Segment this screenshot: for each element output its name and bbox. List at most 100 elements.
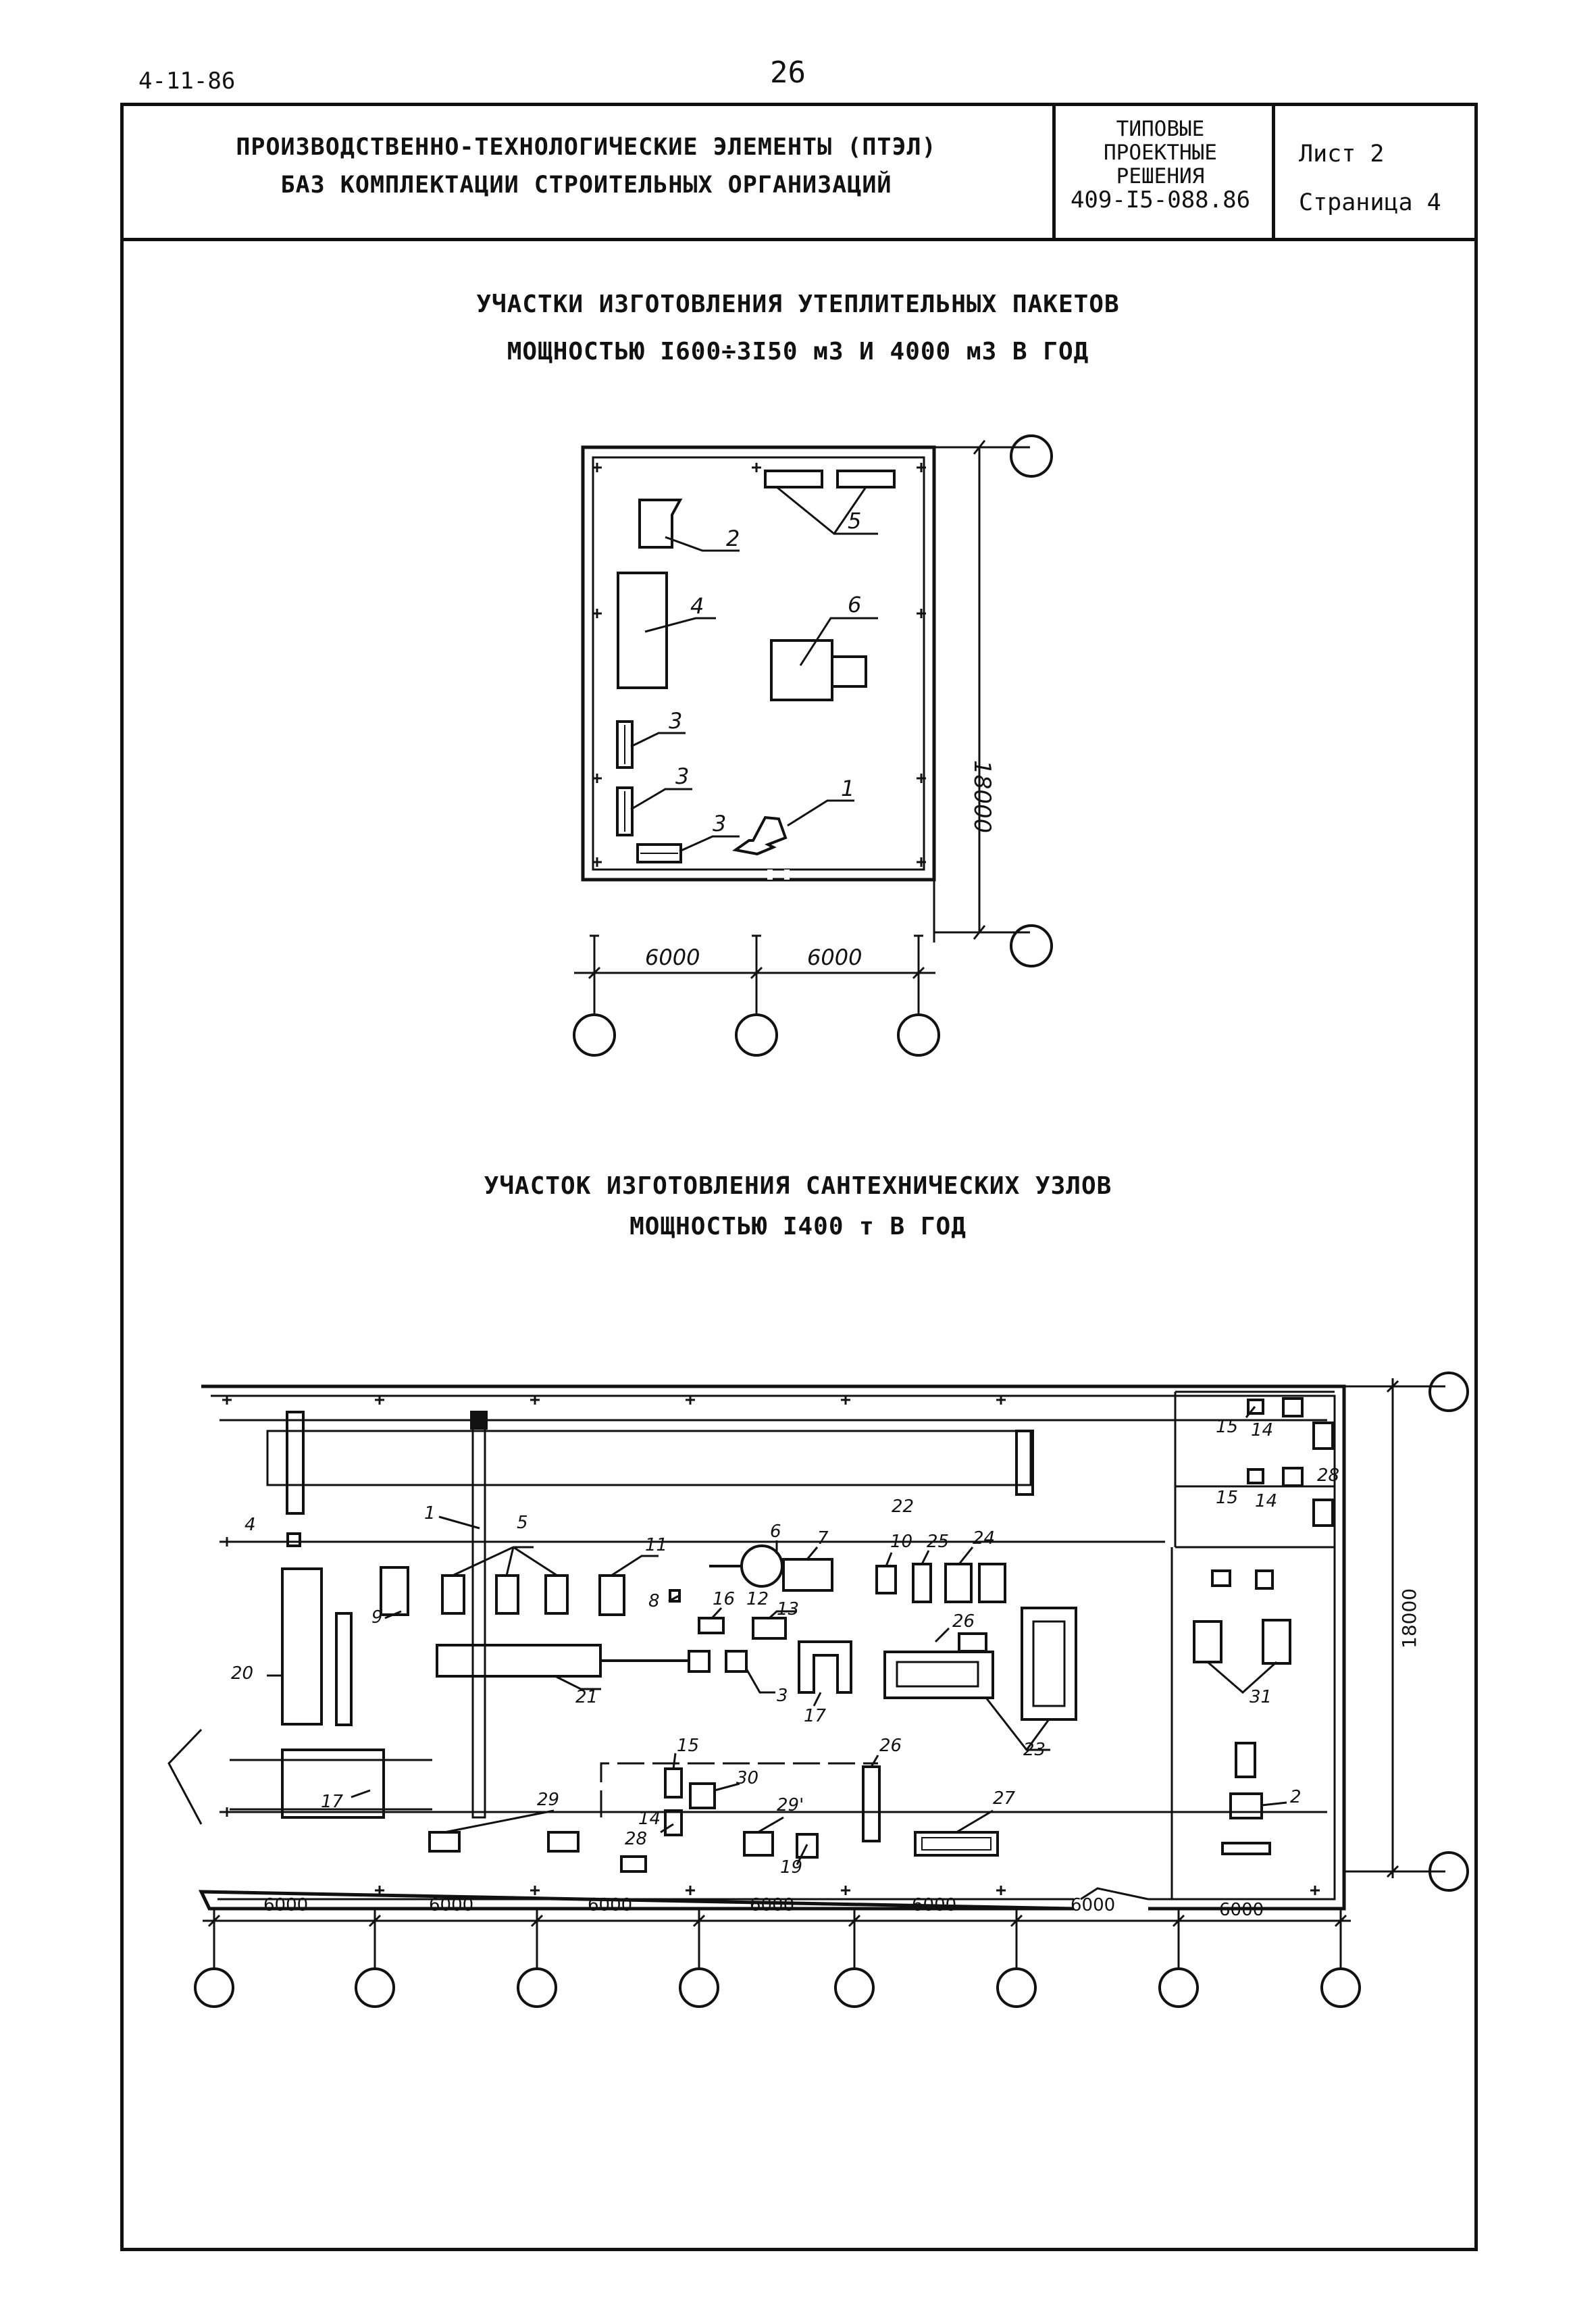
plan2-dim-bay-6: 6000 (1071, 1895, 1115, 1915)
drawing-frame (120, 103, 1478, 2251)
plan2-equip-5b (495, 1574, 519, 1615)
plan2-equip-8 (669, 1589, 681, 1603)
plan2-vertical-dimension (1344, 1378, 1445, 1878)
plan2-equip-26a (958, 1632, 987, 1653)
plan2-label-11: 11 (645, 1535, 667, 1555)
plan2-equip-20 (281, 1567, 323, 1726)
plan2-equip-29c (743, 1831, 774, 1857)
title-line-2: БАЗ КОМПЛЕКТАЦИИ СТРОИТЕЛЬНЫХ ОРГАНИЗАЦИ… (280, 172, 892, 199)
plan2-equip-9 (380, 1566, 409, 1616)
plan2-equip-29b (547, 1831, 580, 1853)
plan2-label-24: 24 (973, 1528, 995, 1549)
plan2-leaders (267, 1406, 1287, 1865)
plan2-beam-left (286, 1411, 305, 1515)
plan2-axis-bubble-top (1428, 1372, 1469, 1412)
plan2-label-16: 16 (713, 1589, 735, 1609)
sheet-page: Страница 4 (1299, 189, 1441, 216)
plan2-gate-left (168, 1728, 203, 1825)
plan1-leaders (630, 486, 878, 853)
plan1-dim-bay-1: 6000 (645, 945, 700, 970)
plan1-outer-wall (581, 445, 936, 882)
plan2-equip-21 (436, 1644, 602, 1678)
plan2-equip-23a (883, 1651, 994, 1699)
plan2-dim-bay-1: 6000 (263, 1895, 308, 1915)
plan2-dim-bay-2: 6000 (429, 1895, 473, 1915)
plan2-equip-2-rail (1221, 1842, 1271, 1855)
plan2-label-14b: 14 (1255, 1491, 1277, 1511)
plan2-axis-bubble-7 (1158, 1967, 1199, 2008)
plan2-label-20: 20 (231, 1663, 253, 1684)
plan2-title-2: МОЩНОСТЬЮ I400 т В ГОД (629, 1213, 967, 1240)
series-line-3: РЕШЕНИЯ (1116, 164, 1205, 188)
plan2-crane-track (471, 1411, 486, 1819)
plan2-axis-bubble-bottom (1428, 1851, 1469, 1892)
plan2-office-room-top (1174, 1390, 1335, 1547)
plan2-label-4: 4 (244, 1515, 256, 1535)
plan2-label-13: 13 (777, 1599, 799, 1619)
plan2-label-21: 21 (575, 1687, 598, 1707)
plan2-boundary-line (600, 1762, 878, 1817)
plan2-axis-bubble-4 (679, 1967, 719, 2008)
plan2-equip-7 (782, 1558, 833, 1592)
plan2-label-31: 31 (1250, 1687, 1272, 1707)
plan2-equip-5c (544, 1574, 569, 1615)
plan2-equip-16 (698, 1617, 725, 1634)
plan2-label-1: 1 (424, 1503, 436, 1524)
plan1-title-1: УЧАСТКИ ИЗГОТОВЛЕНИЯ УТЕПЛИТЕЛЬНЫХ ПАКЕТ… (476, 291, 1120, 318)
plan2-label-26b: 26 (879, 1736, 902, 1756)
plan2-crane-trolley (470, 1411, 488, 1430)
series-line-2: ПРОЕКТНЫЕ (1104, 141, 1217, 165)
plan1-label-6: 6 (848, 592, 861, 618)
plan1-equip-1 (731, 815, 788, 856)
plan1-axis-bubble-2 (735, 1013, 778, 1057)
plan1-inner-wall (592, 456, 925, 871)
page-number: 26 (770, 55, 806, 90)
plan2-equip-14c (664, 1809, 683, 1836)
plan1: 5 2 4 6 3 3 3 1 18000 (573, 434, 1053, 1057)
plan2-label-2: 2 (1290, 1787, 1302, 1807)
plan2-dim-height: 18000 (1398, 1588, 1420, 1649)
plan2-equip-23b (1021, 1607, 1077, 1721)
plan2-equip-26b (862, 1765, 881, 1842)
series-block: ТИПОВЫЕ ПРОЕКТНЫЕ РЕШЕНИЯ 409-I5-088.86 (1056, 118, 1265, 212)
plan2-equip-10 (875, 1565, 897, 1594)
plan1-equip-3c (636, 843, 682, 863)
plan2-equip-25 (912, 1563, 932, 1603)
plan2-label-28c: 28 (625, 1829, 647, 1849)
plan2-equip-15a (1247, 1399, 1264, 1415)
title-block-title: ПРОИЗВОДСТВЕННО-ТЕХНОЛОГИЧЕСКИЕ ЭЛЕМЕНТЫ… (120, 128, 1052, 204)
plan2-equip-2 (1229, 1792, 1263, 1819)
plan1-equip-5b (836, 470, 896, 488)
plan2: 1 5 4 11 6 7 10 25 24 8 16 11 12 13 9 20… (168, 1372, 1469, 2008)
plan2-title-1: УЧАСТОК ИЗГОТОВЛЕНИЯ САНТЕХНИЧЕСКИХ УЗЛО… (484, 1172, 1112, 1200)
plan2-labels: 1 5 4 11 6 7 10 25 24 8 16 11 12 13 9 20… (231, 1417, 1339, 1878)
plan2-equip-13 (752, 1617, 787, 1640)
plan2-column-marks (222, 1395, 1320, 1895)
plan2-equip-28b (1312, 1499, 1334, 1527)
document-code: 4-11-86 (138, 68, 236, 95)
series-code: 409-I5-088.86 (1070, 186, 1251, 213)
plan2-equip-28c (620, 1855, 647, 1873)
plan2-equip-11 (598, 1574, 625, 1616)
plan2-label-5: 5 (517, 1513, 528, 1533)
plan2-label-12-text: 12 (746, 1589, 769, 1609)
plan1-label-3c: 3 (713, 811, 726, 836)
plan2-equip-2-base (1235, 1742, 1256, 1778)
plan1-label-1: 1 (841, 776, 854, 801)
plan2-equip-22-conveyor (266, 1430, 1032, 1486)
plan2-label-8: 8 (648, 1591, 660, 1611)
plan1-label-5: 5 (848, 508, 861, 534)
plan1-column-marks (592, 463, 926, 867)
plan2-equip-31b (1262, 1619, 1291, 1665)
plan1-vertical-dimension (933, 440, 1030, 942)
plan2-equip-20-rack (335, 1612, 353, 1726)
plan2-label-17-text: 17 (321, 1792, 344, 1812)
series-cell (1052, 103, 1272, 238)
plan1-axis-bubble-3 (897, 1013, 940, 1057)
plan2-equip-15b (1247, 1468, 1264, 1484)
plan2-beam-right (1015, 1430, 1034, 1496)
plan2-label-28a: 28 (1317, 1465, 1339, 1486)
plan2-label-25: 25 (927, 1532, 949, 1552)
sheet-number: Лист 2 (1299, 141, 1385, 168)
plan2-horizontal-dimension (203, 1909, 1351, 1967)
